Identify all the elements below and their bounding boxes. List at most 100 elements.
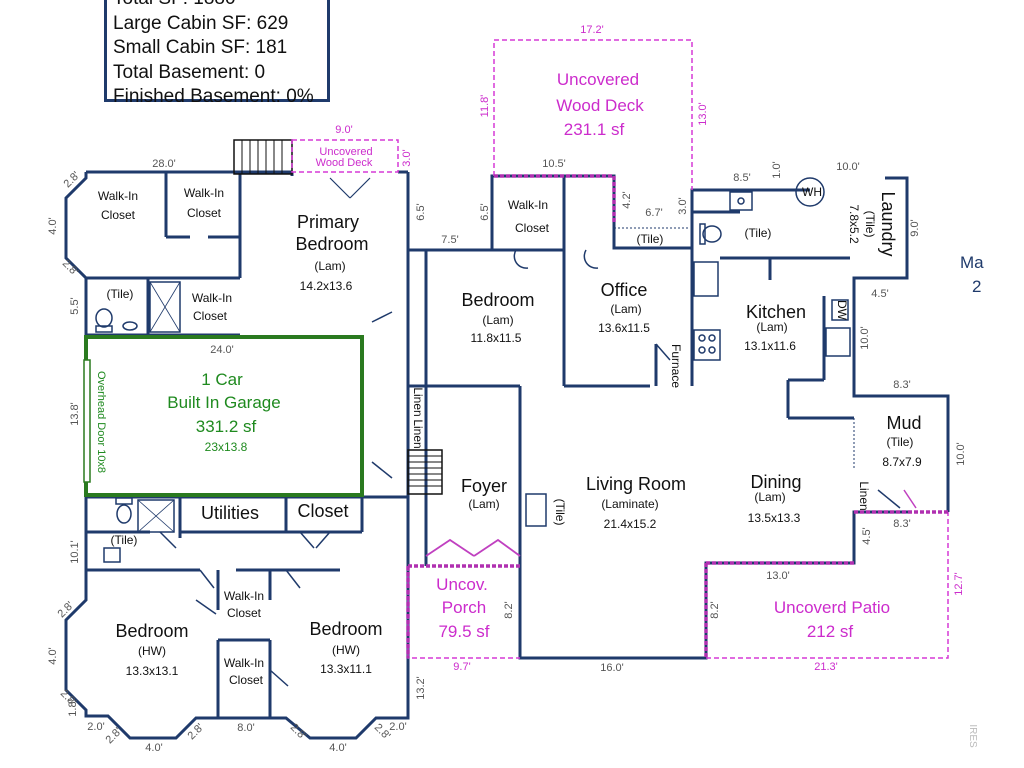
dishwasher-label: DW (835, 300, 849, 321)
walkin-closet-1-l1: Walk-In (98, 189, 138, 203)
kitchen-size: 13.1x11.6 (744, 339, 796, 353)
dim-6-5a: 6.5' (415, 203, 427, 220)
primary-bedroom-name2: Bedroom (295, 234, 368, 254)
hearth-tile: (Tile) (553, 499, 567, 526)
walkin-closet-3-l2: Closet (193, 309, 228, 323)
garage-outline (84, 335, 364, 497)
bath1-tile: (Tile) (107, 287, 134, 301)
dim-6-5b: 6.5' (479, 203, 491, 220)
finished-basement: Finished Basement: 0% (113, 86, 314, 107)
dining-size: 13.5x13.3 (748, 511, 801, 525)
office-floor: (Lam) (610, 302, 641, 316)
garage-line2: Built In Garage (167, 393, 280, 412)
primary-bedroom-floor: (Lam) (314, 259, 345, 273)
walkin-closet-1-l2: Closet (101, 208, 136, 222)
dim-13-2: 13.2' (415, 676, 427, 700)
bedroom-left-floor: (HW) (138, 644, 166, 658)
stairs-top (233, 139, 293, 175)
laundry-floor: (Tile) (863, 211, 877, 238)
walkin-closet-2-l2: Closet (187, 206, 222, 220)
hall-tile: (Tile) (637, 232, 664, 246)
office-size: 13.6x11.5 (598, 321, 650, 335)
dim-2-8g: 2.8' (288, 721, 309, 742)
dim-2-8b: 2.8' (60, 257, 81, 278)
dim-4-5a: 4.5' (871, 288, 888, 300)
dim-8-2b: 8.2' (709, 601, 721, 618)
walkin-closet-4-l2: Closet (227, 606, 262, 620)
watermark: IRES (967, 724, 978, 748)
living-room-name: Living Room (586, 474, 686, 494)
overhead-door (83, 359, 91, 483)
room-labels: Walk-In Closet Walk-In Closet Primary Be… (95, 70, 984, 748)
bedroom-center-size: 11.8x11.5 (471, 331, 522, 345)
primary-bedroom-name1: Primary (297, 212, 359, 232)
dim-8-2a: 8.2' (503, 601, 515, 618)
bath3-tile: (Tile) (745, 226, 772, 240)
dim-24-0: 24.0' (210, 344, 234, 356)
bath2-tile: (Tile) (111, 533, 138, 547)
furnace-label: Furnace (669, 344, 683, 388)
office-name: Office (601, 280, 648, 300)
dim-13-8: 13.8' (69, 402, 81, 426)
big-deck-area: 231.1 sf (564, 120, 625, 139)
dim-10-1: 10.1' (69, 540, 81, 564)
patio-l1: Uncoverd Patio (774, 598, 890, 617)
dim-10-0a: 10.0' (836, 161, 860, 173)
partial-label-2: 2 (972, 277, 981, 296)
laundry-name: Laundry (878, 191, 898, 256)
foyer-name: Foyer (461, 476, 507, 496)
garage-line1: 1 Car (201, 370, 243, 389)
bedroom-center-floor: (Lam) (482, 313, 513, 327)
walkin-closet-6-l2: Closet (515, 221, 550, 235)
dim-8-0: 8.0' (237, 722, 254, 734)
dim-3-0b: 3.0' (677, 197, 689, 214)
walkin-closet-4-l1: Walk-In (224, 589, 264, 603)
dim-10-0c: 10.0' (955, 442, 967, 466)
mud-floor: (Tile) (887, 435, 914, 449)
walkin-closet-3-l1: Walk-In (192, 291, 232, 305)
dim-21-3: 21.3' (814, 661, 838, 673)
garage-size: 23x13.8 (205, 440, 248, 454)
dimension-labels: 28.0' 9.0' 3.0' 6.5' 7.5' 6.5' 10.5' 17.… (47, 24, 967, 754)
bedroom-mid-name: Bedroom (309, 619, 382, 639)
mud-name: Mud (886, 413, 921, 433)
mud-size: 8.7x7.9 (882, 455, 922, 469)
porch-l1: Uncov. (436, 575, 488, 594)
dim-4-0d: 4.0' (329, 742, 346, 754)
total-basement: Total Basement: 0 (113, 61, 266, 83)
laundry-size: 7.8x5.2 (847, 204, 861, 244)
dining-floor: (Lam) (754, 490, 785, 504)
big-deck-l2: Wood Deck (556, 96, 644, 115)
dim-5-5: 5.5' (69, 297, 81, 314)
dim-2-0b: 2.0' (389, 721, 406, 733)
dim-4-5b: 4.5' (861, 527, 873, 544)
dim-8-3a: 8.3' (893, 379, 910, 391)
garage-door-label: Overhead Door 10x8 (95, 371, 107, 473)
porch-l2: Porch (442, 598, 486, 617)
walkin-closet-5-l1: Walk-In (224, 656, 264, 670)
dim-9: 9.0' (335, 124, 352, 136)
dim-4-0c: 4.0' (145, 742, 162, 754)
dim-2-8c: 2.8' (55, 599, 76, 620)
dim-6-7: 6.7' (645, 207, 662, 219)
dim-8-3b: 8.3' (893, 518, 910, 530)
dim-16-0: 16.0' (600, 662, 624, 674)
outdoor-areas (291, 39, 949, 659)
property-info-box: Total SF: 1880 Large Cabin SF: 629 Small… (104, 0, 330, 107)
linen-1: Linen (411, 387, 425, 416)
large-cabin-sf: Large Cabin SF: 629 (113, 12, 289, 34)
porch-area: 79.5 sf (438, 622, 489, 641)
kitchen-name: Kitchen (746, 302, 806, 322)
bedroom-left-name: Bedroom (115, 621, 188, 641)
fixtures (95, 177, 855, 563)
primary-bedroom-size: 14.2x13.6 (300, 279, 353, 293)
kitchen-floor: (Lam) (756, 320, 787, 334)
small-deck-l1: Uncovered (319, 146, 372, 158)
dim-11-8: 11.8' (479, 95, 491, 118)
dim-13-0: 13.0' (697, 102, 709, 126)
dim-8-5: 8.5' (733, 172, 750, 184)
partial-label-1: Ma (960, 253, 984, 272)
dim-3: 3.0' (401, 149, 413, 166)
garage-area: 331.2 sf (196, 417, 257, 436)
